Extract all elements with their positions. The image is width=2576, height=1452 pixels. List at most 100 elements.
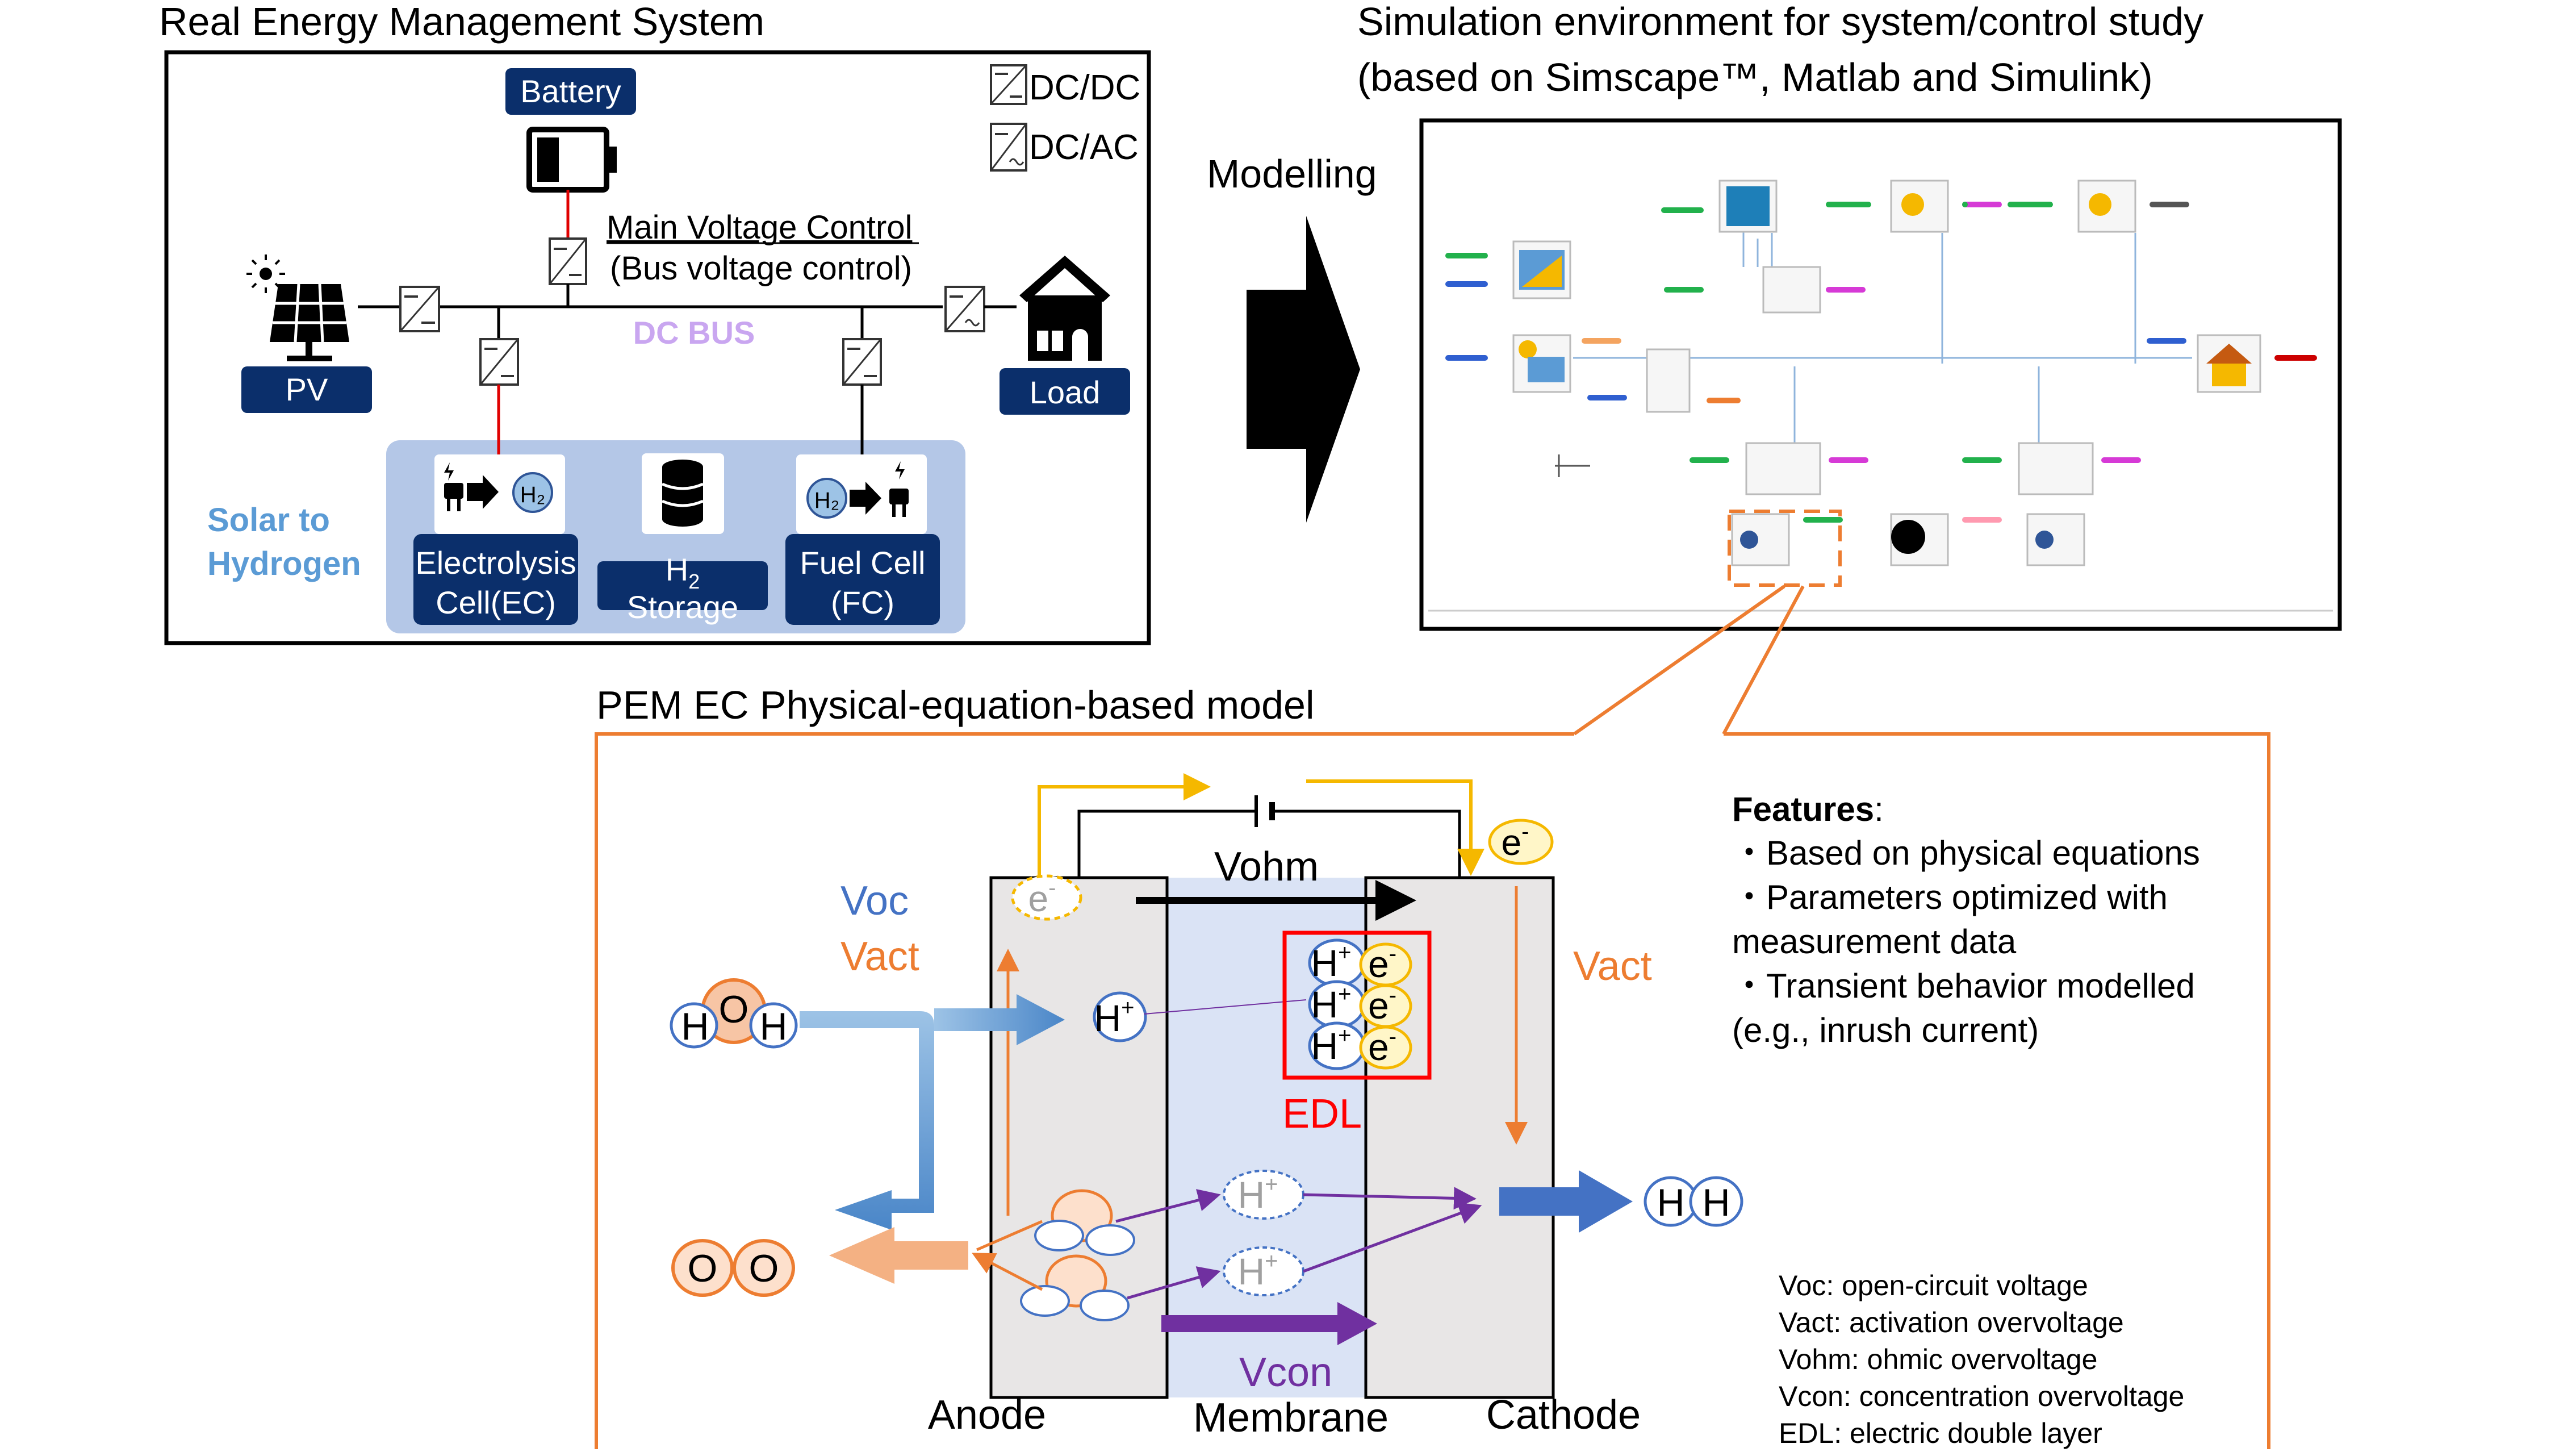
features-line-3: measurement data [1732,923,2017,961]
zoom-line-right [1722,585,1805,735]
pv-label: PV [286,372,328,407]
ec-icon: H₂ [434,454,565,534]
ec-converter-icon [479,338,519,386]
proton-membrane-bottom: H+ [1223,1246,1304,1296]
fc-label-line2: (FC) [831,585,894,620]
features-line-2: ・Parameters optimized with [1732,878,2168,916]
main-voltage-control: Main Voltage Control [607,209,912,246]
hydrogen-out-arrow [1499,1170,1633,1233]
battery-label: Battery [520,73,621,109]
dcac-icon [990,123,1027,172]
h2-storage-tag [597,561,768,610]
oxygen-out-arrow [829,1227,968,1284]
vact-label-right: Vact [1573,944,1652,989]
cathode-label: Cathode [1486,1392,1641,1438]
svg-text:O: O [749,1247,779,1290]
glossary-vact: Vact: activation overvoltage [1779,1307,2124,1338]
modelling-label: Modelling [1207,152,1377,196]
oxygen-bubbles [1020,1189,1135,1321]
svg-text:H: H [759,1005,787,1048]
legend-dcdc: DC/DC [1029,68,1140,107]
vact-label-left: Vact [840,934,919,979]
solar-panel-icon [270,283,349,361]
anode-label: Anode [928,1392,1046,1438]
svg-text:H+: H+ [1311,982,1351,1025]
oxygen-molecule: O O [671,1239,795,1297]
voltage-source-icon [1254,795,1275,827]
svg-text:H+: H+ [1311,940,1351,984]
svg-text:H: H [1702,1181,1730,1224]
dc-bus-label: DC BUS [633,315,755,351]
edl-box [1282,931,1432,1080]
svg-text:H₂: H₂ [814,488,839,513]
ec-label-line2: Cell(EC) [436,585,556,620]
svg-text:e-: e- [1028,875,1056,919]
load-tag [1000,368,1130,415]
hydrogen-molecule: H H [1644,1176,1743,1227]
svg-text:H: H [681,1005,709,1048]
features-line-4: ・Transient behavior modelled [1732,967,2195,1005]
load-converter-icon [944,286,985,332]
features-line-1: ・Based on physical equations [1732,834,2200,872]
battery-tag [505,68,636,115]
proton-transport-arrows [1115,1187,1482,1300]
vcon-label: Vcon [1239,1350,1332,1395]
membrane-label: Membrane [1193,1395,1389,1441]
electron-flow-arrow-left [1038,773,1211,878]
oxygen-exit-arrows [977,1220,1043,1291]
ec-label-line1: Electrolysis [415,545,576,581]
ems-title: Real Energy Management System [159,0,764,44]
glossary-vohm: Vohm: ohmic overvoltage [1779,1343,2097,1375]
svg-text:H+: H+ [1237,1172,1278,1216]
vcon-arrow [1161,1302,1377,1345]
fc-icon: H₂ [796,454,927,534]
electron-anode: e- [1011,874,1082,921]
proton-anode: H+ [1093,991,1147,1042]
solar-to-label: Solar to [207,502,330,539]
svg-text:O: O [688,1247,718,1290]
hydrogen-label: Hydrogen [207,545,361,582]
electron-gold: e- [1488,819,1554,865]
features-line-5: (e.g., inrush current) [1732,1011,2039,1049]
svg-text:H+: H+ [1311,1023,1351,1067]
svg-text:H: H [1657,1181,1684,1224]
electron-flow-arrow-right [1306,779,1484,876]
sun-icon [246,254,285,293]
svg-text:e-: e- [1502,819,1529,863]
bus-voltage-control: (Bus voltage control) [610,250,912,287]
water-to-anode-arrow [934,994,1065,1045]
sim-title-line1: Simulation environment for system/contro… [1357,0,2203,44]
glossary-vcon: Vcon: concentration overvoltage [1779,1380,2184,1412]
svg-text:e-: e- [1368,1024,1396,1068]
h2-storage-icon [642,453,724,534]
ec-block-highlight [1728,510,1842,587]
house-icon [1019,256,1110,361]
pem-title: PEM EC Physical-equation-based model [596,683,1315,727]
pem-frame-path [595,732,2270,1449]
svg-text:e-: e- [1368,941,1396,985]
zoom-line-left [1573,585,1785,736]
edl-label: EDL [1282,1091,1362,1137]
anode-electrode [989,876,1169,1399]
battery-icon [526,127,617,193]
features-title: Features: [1732,790,1884,828]
h2-storage-label-line2: Storage [627,589,738,625]
svg-text:H₂: H₂ [520,482,545,507]
glossary-voc: Voc: open-circuit voltage [1779,1270,2088,1301]
svg-text:O: O [719,988,749,1031]
proton-membrane-top: H+ [1223,1170,1304,1220]
fc-label-line1: Fuel Cell [800,545,926,581]
simulink-diagram [1428,180,2333,612]
svg-text:e-: e- [1368,983,1396,1027]
fc-converter-icon [842,338,882,386]
fc-tag [785,534,940,625]
vohm-label: Vohm [1214,844,1319,890]
battery-converter-icon [549,237,587,285]
ec-tag [413,534,578,625]
svg-text:H+: H+ [1237,1249,1278,1292]
edl-charges: H+ e- H+ e- H+ e- [1308,938,1412,1070]
voc-label: Voc [840,878,909,924]
sim-title-line2: (based on Simscape™, Matlab and Simulink… [1357,55,2153,99]
